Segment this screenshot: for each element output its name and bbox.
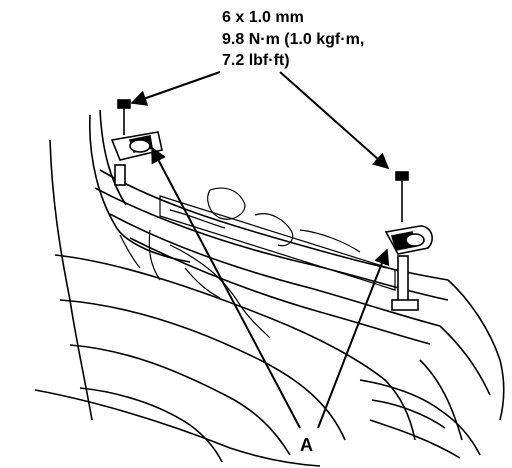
bumper-line	[34, 389, 321, 467]
right-headlight	[359, 379, 481, 456]
left-mount	[110, 99, 163, 186]
leader-to-right-bracket	[317, 248, 390, 429]
hose	[169, 244, 271, 339]
grille-frame-top	[54, 254, 416, 441]
left-inner-fender	[88, 114, 191, 263]
spec-line-3: 7.2 lbf·ft)	[222, 52, 290, 69]
radiator-cap	[207, 187, 246, 220]
left-fender-edge	[49, 139, 93, 421]
right-mount	[384, 171, 433, 311]
spec-line-1: 6 x 1.0 mm	[222, 9, 304, 26]
label-a-leaders	[151, 146, 390, 429]
spec-leaders	[130, 71, 390, 170]
leader-to-right-bolt	[279, 71, 390, 170]
bolt-icon	[117, 99, 131, 135]
radiator-top-tank	[159, 195, 396, 291]
right-fender-edge	[447, 279, 505, 421]
label-a: A	[300, 435, 313, 455]
leader-to-left-bolt	[130, 71, 221, 106]
leader-to-left-bracket	[151, 146, 301, 429]
vehicle-body	[34, 109, 505, 467]
bracket-icon	[384, 225, 433, 311]
bolt-icon	[395, 171, 409, 222]
bracket-icon	[110, 131, 163, 186]
radiator-assembly	[119, 187, 396, 339]
spec-line-2: 9.8 N·m (1.0 kgf·m,	[222, 31, 364, 48]
